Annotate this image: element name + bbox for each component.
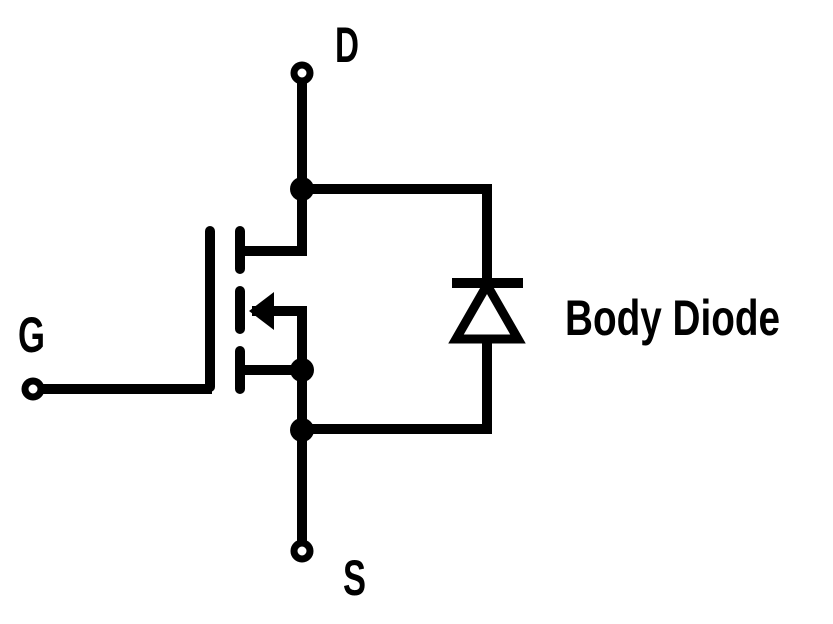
drain-to-diode-wire: [302, 184, 492, 283]
body-diode-label: Body Diode: [565, 290, 780, 346]
source-terminal-label: S: [343, 550, 366, 606]
schematic-linework: D G S Body Diode: [18, 17, 780, 606]
drain-terminal-icon: [290, 61, 314, 85]
diode-to-source-wire: [302, 339, 492, 434]
drain-lead-wire: [240, 76, 307, 256]
terminal-circles: [21, 61, 314, 563]
gate-terminal-label: G: [18, 307, 45, 363]
drain-terminal-label: D: [335, 17, 359, 73]
junction-dot-drain: [290, 177, 314, 201]
mosfet-body-arrow-icon: [249, 292, 274, 330]
gate-terminal-icon: [21, 377, 45, 401]
source-terminal-icon: [290, 539, 314, 563]
schematic-fills: D G S Body Diode: [18, 17, 780, 606]
junction-dot-source: [290, 358, 314, 382]
junction-dot-diode-return: [290, 418, 314, 442]
